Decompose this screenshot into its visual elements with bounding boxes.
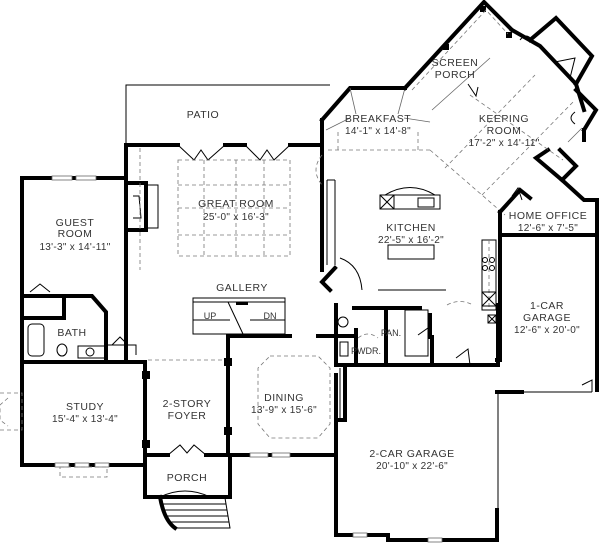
room-label-pantry: PAN. [381,328,401,338]
garage-1-walls [481,233,599,535]
room-label-gallery: GALLERY [216,282,268,294]
staircase[interactable] [192,297,292,338]
room-label-garage-2: 2-CAR GARAGE [369,448,454,460]
kitchen-walls [315,86,446,310]
room-label-keeping-room-1: KEEPING [479,113,529,125]
stairs-down-label: DN [264,311,277,321]
room-dims-dining: 13'-9" x 15'-6" [251,405,317,416]
great-room-walls [124,143,324,277]
room-dims-home-office: 12'-6" x 7'-5" [518,223,578,234]
stairs-up-label: UP [204,311,217,321]
bath-walls [27,283,137,360]
room-label-keeping-room-2: ROOM [487,125,522,137]
room-dims-study: 15'-4" x 13'-4" [52,414,118,425]
room-label-porch: PORCH [167,472,207,484]
room-label-great-room: GREAT ROOM [198,198,274,210]
room-dims-kitchen: 22'-5" x 16'-2" [378,235,444,246]
room-label-guest-room-2: ROOM [58,228,93,240]
room-label-garage-1-2: GARAGE [523,312,571,324]
room-label-garage-1-1: 1-CAR [530,300,564,312]
patio-area [125,84,330,145]
room-dims-garage-2: 20'-10" x 22'-6" [376,461,448,472]
room-label-screen-porch-2: PORCH [435,69,475,81]
pantry-powder-walls [334,301,500,367]
porch-area [143,453,232,531]
room-label-home-office: HOME OFFICE [509,210,587,222]
room-label-guest-room-1: GUEST [56,217,95,229]
room-label-study: STUDY [66,401,104,413]
room-label-patio: PATIO [187,109,219,121]
room-label-foyer-1: 2-STORY [163,398,212,410]
garage-2-walls [334,363,499,543]
room-label-screen-porch-1: SCREEN [432,57,479,69]
foyer-walls [142,334,232,457]
room-label-dining: DINING [264,392,304,404]
room-dims-breakfast: 14'-1" x 14'-8" [345,126,411,137]
room-dims-great-room: 25'-0" x 16'-3" [203,212,269,223]
room-label-bath: BATH [57,327,86,339]
room-label-foyer-2: FOYER [168,410,207,422]
room-label-breakfast: BREAKFAST [345,113,411,125]
guest-room-walls [20,175,128,364]
room-label-powder: PWDR. [351,346,381,356]
room-dims-guest-room: 13'-3" x 14'-11" [39,242,110,253]
dining-walls [226,334,338,458]
room-label-kitchen: KITCHEN [386,222,436,234]
room-dims-garage-1: 12'-6" x 20'-0" [514,325,580,336]
room-dims-keeping-room: 17'-2" x 14'-11" [468,138,539,149]
screen-porch-walls [402,0,515,111]
